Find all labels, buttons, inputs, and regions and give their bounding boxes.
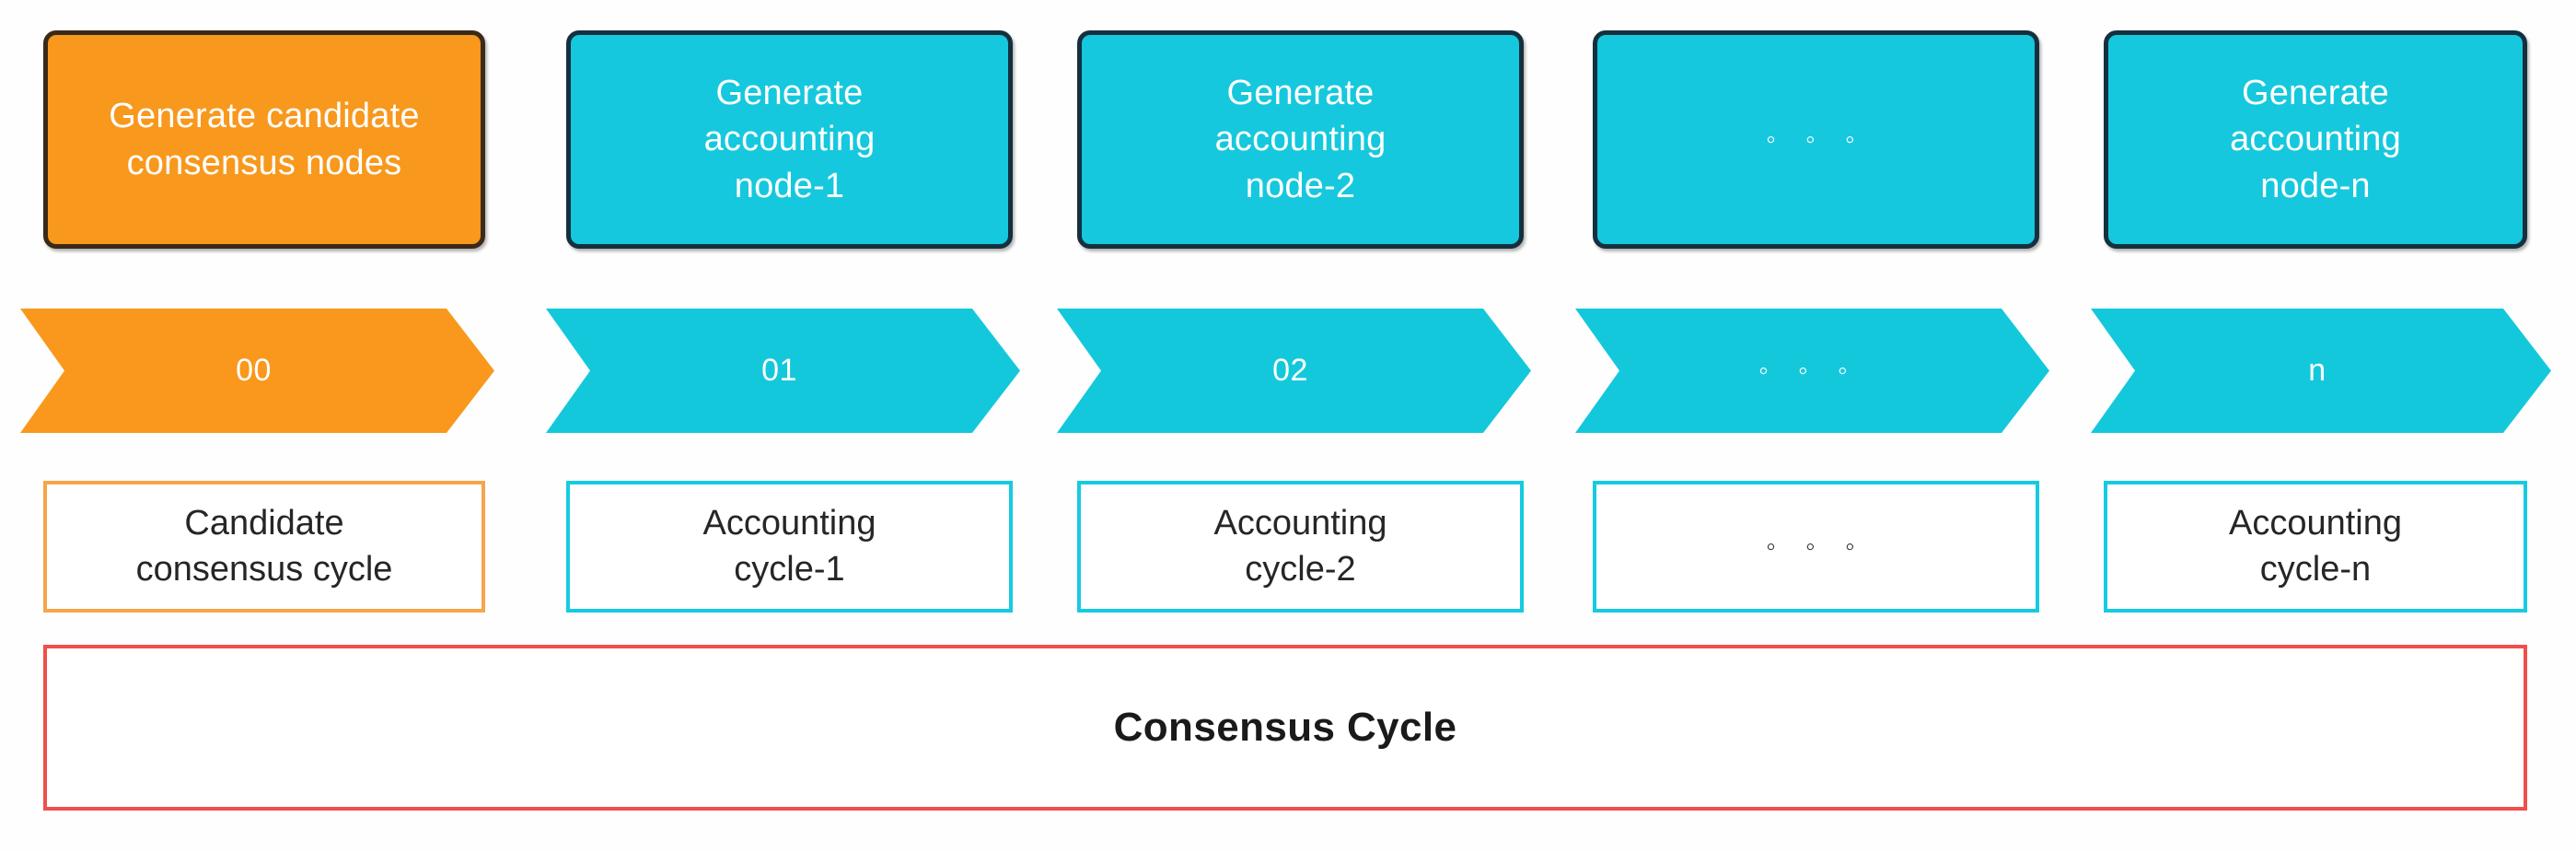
- cycle-box-accounting-cycle-n[interactable]: Accounting cycle-n: [2104, 481, 2527, 613]
- cycle-box-accounting-cycle-1[interactable]: Accounting cycle-1: [566, 481, 1013, 613]
- step-number-label: 00: [236, 353, 272, 388]
- node-card-label: Generate accounting node-n: [2230, 73, 2401, 205]
- step-chevron-01[interactable]: 01: [546, 309, 1020, 433]
- cycle-box-label: Accounting cycle-1: [702, 504, 876, 589]
- step-chevron-n[interactable]: n: [2091, 309, 2551, 433]
- step-chevron-row: 00 01 02 ◦ ◦ ◦ n: [0, 309, 2576, 433]
- step-number-label: n: [2308, 353, 2327, 388]
- node-card-accounting-node-2[interactable]: Generate accounting node-2: [1077, 30, 1524, 249]
- cycle-box-accounting-cycle-2[interactable]: Accounting cycle-2: [1077, 481, 1524, 613]
- step-chevron-ellipsis[interactable]: ◦ ◦ ◦: [1575, 309, 2049, 433]
- consensus-cycle-banner[interactable]: Consensus Cycle: [43, 645, 2527, 811]
- step-chevron-02[interactable]: 02: [1057, 309, 1531, 433]
- node-card-ellipsis[interactable]: ◦ ◦ ◦: [1593, 30, 2039, 249]
- node-card-candidate-consensus[interactable]: Generate candidate consensus nodes: [43, 30, 485, 249]
- cycle-box-label: Candidate consensus cycle: [135, 504, 393, 589]
- cycle-box-candidate-consensus[interactable]: Candidate consensus cycle: [43, 481, 485, 613]
- ellipsis-icon: ◦ ◦ ◦: [1766, 123, 1866, 155]
- node-card-accounting-node-1[interactable]: Generate accounting node-1: [566, 30, 1013, 249]
- step-chevron-00[interactable]: 00: [20, 309, 494, 433]
- ellipsis-icon: ◦ ◦ ◦: [1758, 355, 1859, 386]
- node-card-label: Generate accounting node-2: [1214, 73, 1387, 205]
- step-number-label: 01: [761, 353, 797, 388]
- node-card-label: Generate candidate consensus nodes: [109, 96, 420, 182]
- node-card-row: Generate candidate consensus nodes Gener…: [0, 30, 2576, 249]
- cycle-box-ellipsis[interactable]: ◦ ◦ ◦: [1593, 481, 2039, 613]
- consensus-cycle-label: Consensus Cycle: [1113, 705, 1457, 750]
- step-number-label: 02: [1272, 353, 1308, 388]
- ellipsis-icon: ◦ ◦ ◦: [1766, 531, 1866, 562]
- cycle-box-row: Candidate consensus cycle Accounting cyc…: [0, 481, 2576, 613]
- node-card-label: Generate accounting node-1: [703, 73, 876, 205]
- node-card-accounting-node-n[interactable]: Generate accounting node-n: [2104, 30, 2527, 249]
- cycle-box-label: Accounting cycle-2: [1213, 504, 1387, 589]
- cycle-box-label: Accounting cycle-n: [2228, 504, 2402, 589]
